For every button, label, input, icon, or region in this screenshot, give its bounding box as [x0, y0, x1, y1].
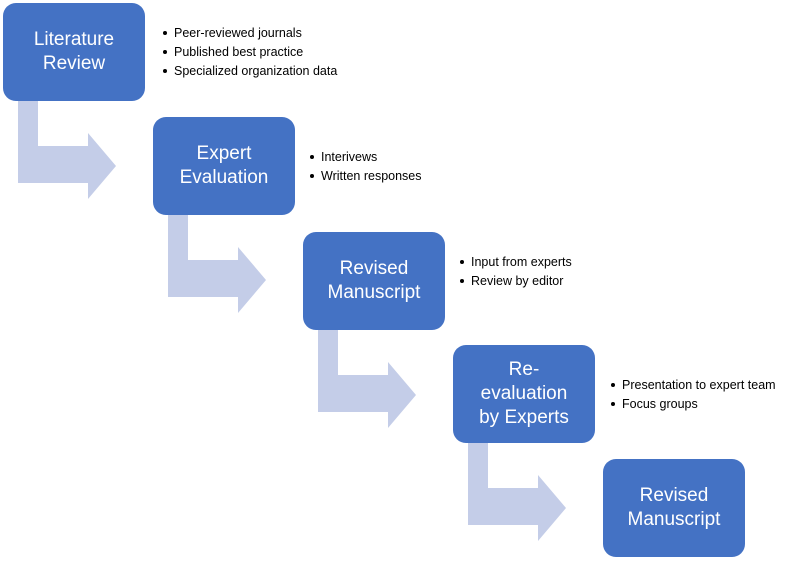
step-label-line: Manuscript [627, 509, 721, 530]
bullet-item: Written responses [310, 167, 480, 186]
step-revised-manuscript-final: Revised Manuscript [603, 459, 745, 557]
bullet-item: Peer-reviewed journals [163, 24, 393, 43]
step-label-line: Evaluation [179, 167, 269, 188]
bullet-item: Interivews [310, 148, 480, 167]
step-label-line: Expert [196, 143, 252, 164]
step-3-bullets: Input from experts Review by editor [460, 253, 590, 291]
step-label: Revised Manuscript [628, 484, 721, 532]
step-1-bullets: Peer-reviewed journals Published best pr… [163, 24, 393, 81]
connector-arrow-4-to-5 [468, 443, 566, 541]
step-label-line: Manuscript [327, 282, 421, 303]
step-literature-review: Literature Review [3, 3, 145, 101]
step-re-evaluation-by-experts: Re- evaluation by Experts [453, 345, 595, 443]
step-label-line: Review [42, 53, 106, 74]
step-label: Literature Review [34, 28, 114, 76]
step-label-line: by Experts [479, 407, 569, 428]
step-4-bullets: Presentation to expert team Focus groups [611, 376, 801, 414]
step-label: Expert Evaluation [180, 142, 269, 190]
bullet-item: Input from experts [460, 253, 590, 272]
bullet-item: Specialized organization data [163, 62, 393, 81]
step-label-line: Literature [33, 29, 115, 50]
step-label-line: evaluation [480, 383, 568, 404]
bullet-item: Review by editor [460, 272, 590, 291]
step-2-bullets: Interivews Written responses [310, 148, 480, 186]
connector-arrow-1-to-2 [18, 101, 116, 199]
step-label: Re- evaluation by Experts [479, 358, 569, 430]
bullet-item: Published best practice [163, 43, 393, 62]
bullet-item: Focus groups [611, 395, 801, 414]
step-expert-evaluation: Expert Evaluation [153, 117, 295, 215]
connector-arrow-3-to-4 [318, 330, 416, 428]
step-revised-manuscript: Revised Manuscript [303, 232, 445, 330]
step-label-line: Revised [339, 258, 409, 279]
step-label-line: Re- [508, 359, 540, 380]
step-label-line: Revised [639, 485, 709, 506]
bullet-item: Presentation to expert team [611, 376, 801, 395]
step-label: Revised Manuscript [328, 257, 421, 305]
connector-arrow-2-to-3 [168, 215, 266, 313]
